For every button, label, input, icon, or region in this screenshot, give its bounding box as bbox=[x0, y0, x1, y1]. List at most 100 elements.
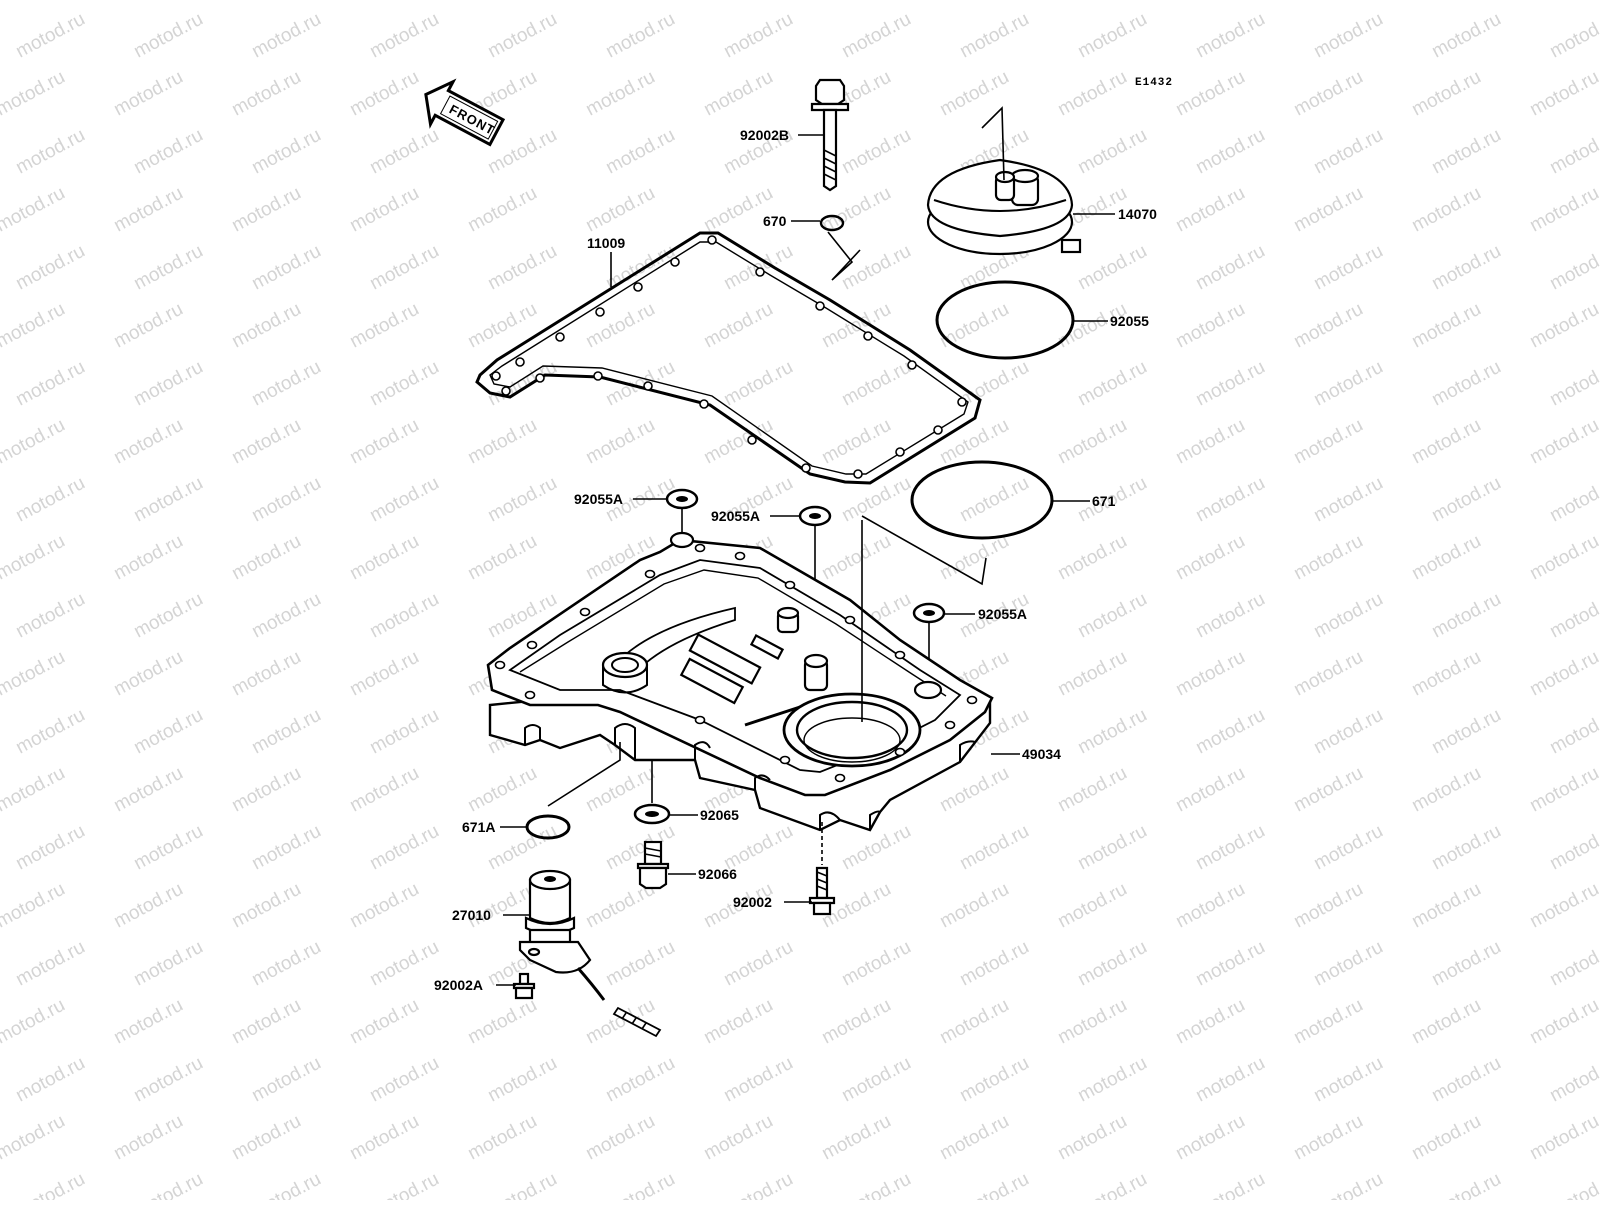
watermark-text: motod.ru bbox=[1290, 995, 1366, 1049]
watermark-text: motod.ru bbox=[1054, 0, 1130, 4]
watermark-text: motod.ru bbox=[130, 1053, 206, 1107]
watermark-text: motod.ru bbox=[12, 1053, 88, 1107]
pan-bolt-hole bbox=[734, 551, 746, 561]
watermark-text: motod.ru bbox=[12, 241, 88, 295]
watermark-text: motod.ru bbox=[936, 879, 1012, 933]
watermark-text: motod.ru bbox=[956, 821, 1032, 875]
watermark-text: motod.ru bbox=[464, 415, 540, 469]
watermark-text: motod.ru bbox=[582, 1111, 658, 1165]
watermark-text: motod.ru bbox=[1546, 125, 1600, 179]
watermark-text: motod.ru bbox=[1408, 1111, 1484, 1165]
watermark-text: motod.ru bbox=[1192, 1169, 1268, 1200]
pan-bolt-hole bbox=[526, 640, 538, 650]
watermark-text: motod.ru bbox=[228, 299, 304, 353]
watermark-text: motod.ru bbox=[1310, 9, 1386, 63]
watermark-text: motod.ru bbox=[1526, 183, 1600, 237]
watermark-text: motod.ru bbox=[110, 415, 186, 469]
gasket-bolt-hole bbox=[491, 371, 501, 381]
watermark-text: motod.ru bbox=[110, 763, 186, 817]
watermark-text: motod.ru bbox=[1310, 589, 1386, 643]
watermark-text: motod.ru bbox=[1408, 0, 1484, 4]
watermark-text: motod.ru bbox=[1054, 879, 1130, 933]
watermark-text: motod.ru bbox=[248, 705, 324, 759]
watermark-text: motod.ru bbox=[346, 995, 422, 1049]
gasket-bolt-hole bbox=[957, 397, 967, 407]
watermark-text: motod.ru bbox=[0, 531, 69, 585]
watermark-text: motod.ru bbox=[366, 705, 442, 759]
watermark-text: motod.ru bbox=[12, 705, 88, 759]
watermark-text: motod.ru bbox=[1054, 67, 1130, 121]
watermark-text: motod.ru bbox=[602, 1169, 678, 1200]
watermark-text: motod.ru bbox=[1192, 821, 1268, 875]
watermark-text: motod.ru bbox=[110, 183, 186, 237]
pan-bolt-hole bbox=[644, 569, 656, 579]
watermark-text: motod.ru bbox=[1310, 1053, 1386, 1107]
gasket-bolt-hole bbox=[515, 357, 525, 367]
watermark-text: motod.ru bbox=[1526, 995, 1600, 1049]
watermark-text: motod.ru bbox=[464, 531, 540, 585]
watermark-text: motod.ru bbox=[1290, 67, 1366, 121]
watermark-text: motod.ru bbox=[0, 183, 69, 237]
label-14070: 14070 bbox=[1118, 206, 1157, 222]
watermark-text: motod.ru bbox=[1526, 299, 1600, 353]
watermark-text: motod.ru bbox=[1408, 995, 1484, 1049]
watermark-text: motod.ru bbox=[818, 995, 894, 1049]
watermark-text: motod.ru bbox=[130, 589, 206, 643]
watermark-text: motod.ru bbox=[12, 125, 88, 179]
washer-92065 bbox=[633, 803, 671, 825]
watermark-text: motod.ru bbox=[110, 647, 186, 701]
watermark-text: motod.ru bbox=[936, 1111, 1012, 1165]
watermark-text: motod.ru bbox=[582, 67, 658, 121]
watermark-text: motod.ru bbox=[248, 937, 324, 991]
watermark-text: motod.ru bbox=[228, 763, 304, 817]
watermark-text: motod.ru bbox=[1054, 647, 1130, 701]
watermark-text: motod.ru bbox=[464, 0, 540, 4]
watermark-text: motod.ru bbox=[956, 9, 1032, 63]
watermark-text: motod.ru bbox=[1310, 357, 1386, 411]
pan-bolt-hole bbox=[966, 695, 978, 705]
watermark-text: motod.ru bbox=[582, 183, 658, 237]
label-92055a-mid: 92055A bbox=[711, 508, 760, 524]
watermark-text: motod.ru bbox=[1428, 705, 1504, 759]
watermark-text: motod.ru bbox=[1074, 821, 1150, 875]
watermark-text: motod.ru bbox=[1428, 1053, 1504, 1107]
gasket-bolt-hole bbox=[501, 386, 511, 396]
watermark-text: motod.ru bbox=[1546, 705, 1600, 759]
watermark-text: motod.ru bbox=[346, 1111, 422, 1165]
watermark-text: motod.ru bbox=[110, 0, 186, 4]
watermark-text: motod.ru bbox=[346, 0, 422, 4]
drawing-code: E1432 bbox=[1135, 77, 1173, 89]
watermark-text: motod.ru bbox=[1192, 705, 1268, 759]
watermark-text: motod.ru bbox=[1526, 1111, 1600, 1165]
watermark-text: motod.ru bbox=[1526, 647, 1600, 701]
watermark-text: motod.ru bbox=[1290, 763, 1366, 817]
pan-bolt-hole bbox=[494, 660, 506, 670]
gasket-bolt-hole bbox=[535, 373, 545, 383]
watermark-text: motod.ru bbox=[1428, 9, 1504, 63]
washer-92055a-right bbox=[912, 602, 946, 624]
watermark-text: motod.ru bbox=[1290, 0, 1366, 4]
watermark-text: motod.ru bbox=[1428, 125, 1504, 179]
watermark-text: motod.ru bbox=[346, 183, 422, 237]
watermark-text: motod.ru bbox=[1408, 415, 1484, 469]
watermark-text: motod.ru bbox=[228, 995, 304, 1049]
watermark-text: motod.ru bbox=[956, 1169, 1032, 1200]
watermark-text: motod.ru bbox=[1546, 937, 1600, 991]
oring-92055 bbox=[935, 280, 1075, 360]
watermark-text: motod.ru bbox=[366, 9, 442, 63]
watermark-text: motod.ru bbox=[1290, 183, 1366, 237]
pan-bolt-hole bbox=[844, 615, 856, 625]
oil-pan-49034 bbox=[486, 531, 994, 832]
label-671a: 671A bbox=[462, 819, 495, 835]
gasket-bolt-hole bbox=[633, 282, 643, 292]
watermark-text: motod.ru bbox=[228, 531, 304, 585]
watermark-text: motod.ru bbox=[1192, 125, 1268, 179]
oring-670 bbox=[819, 214, 845, 232]
gasket-bolt-hole bbox=[815, 301, 825, 311]
label-49034: 49034 bbox=[1022, 746, 1061, 762]
watermark-text: motod.ru bbox=[12, 589, 88, 643]
pan-bolt-hole bbox=[784, 580, 796, 590]
watermark-text: motod.ru bbox=[228, 183, 304, 237]
watermark-text: motod.ru bbox=[12, 821, 88, 875]
watermark-text: motod.ru bbox=[838, 1169, 914, 1200]
